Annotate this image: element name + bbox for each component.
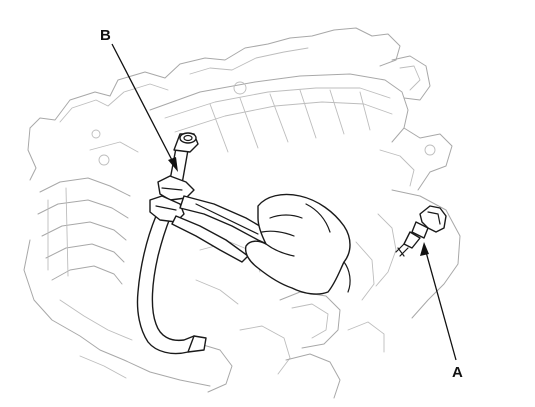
- callout-b-group: B: [100, 27, 178, 172]
- callout-b-leader: [111, 43, 175, 165]
- callout-a-label: A: [452, 364, 463, 381]
- callout-a-arrowhead: [420, 242, 429, 256]
- technician-hand: [244, 193, 351, 295]
- callout-b-arrowhead: [168, 157, 178, 172]
- fuel-injector: [395, 205, 447, 257]
- callout-a-leader: [425, 251, 457, 361]
- callout-b-label: B: [100, 27, 111, 44]
- engine-outline: [23, 27, 461, 399]
- callout-a-group: A: [420, 242, 463, 381]
- fuel-hose: [136, 132, 207, 355]
